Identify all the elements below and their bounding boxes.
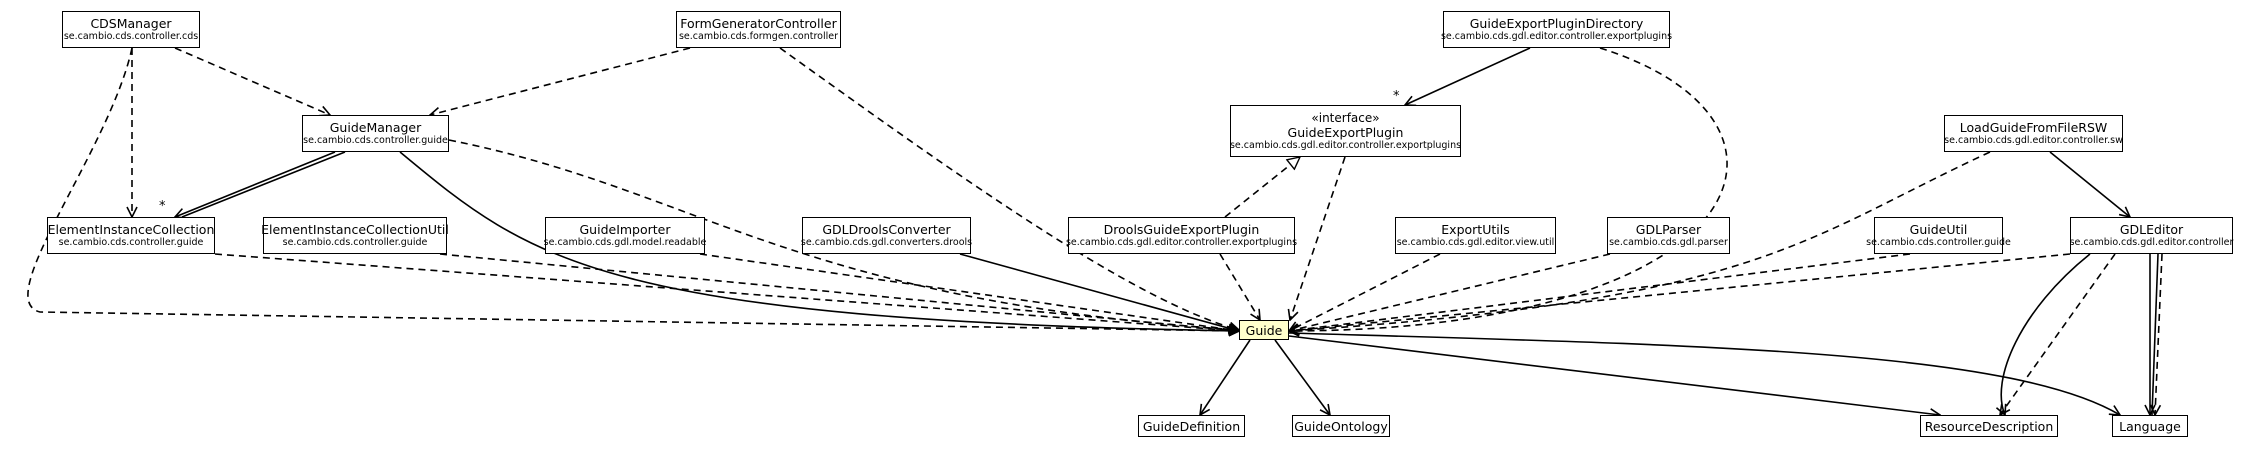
realization-edge (1224, 157, 1300, 218)
dependency-edge (1289, 151, 1991, 331)
association-edge (2001, 253, 2091, 415)
association-edge (175, 151, 336, 217)
class-guideimporter[interactable]: GuideImporter se.cambio.cds.gdl.model.re… (543, 217, 707, 254)
package-name: se.cambio.cds.gdl.editor.controller.expo… (1229, 140, 1462, 151)
package-name: se.cambio.cds.controller.guide (303, 135, 448, 147)
dependency-edge (448, 139, 1239, 330)
class-name: Language (2119, 418, 2181, 434)
class-formgeneratorcontroller[interactable]: FormGeneratorController se.cambio.cds.fo… (676, 11, 841, 48)
class-name: ElementInstanceCollection (47, 222, 215, 238)
package-name: se.cambio.cds.gdl.editor.view.util (1396, 237, 1555, 249)
class-name: GuideManager (329, 120, 422, 136)
class-loadguidefromfilersw[interactable]: LoadGuideFromFileRSW se.cambio.cds.gdl.e… (1944, 115, 2123, 152)
dependency-edge (779, 47, 1239, 330)
association-edge (2049, 151, 2130, 217)
class-name: GuideExportPlugin (1287, 125, 1404, 140)
class-language[interactable]: Language (2112, 415, 2188, 437)
class-guideontology[interactable]: GuideOntology (1292, 415, 1390, 437)
class-gdlparser[interactable]: GDLParser se.cambio.cds.gdl.parser (1607, 217, 1730, 254)
package-name: se.cambio.cds.formgen.controller (678, 31, 839, 43)
association-edge (1288, 335, 1940, 415)
class-exportutils[interactable]: ExportUtils se.cambio.cds.gdl.editor.vie… (1395, 217, 1556, 254)
association-edge (1405, 47, 1531, 105)
package-name: se.cambio.cds.gdl.editor.controller (2069, 237, 2234, 249)
dependency-edge (2000, 253, 2116, 415)
multiplicity-label: * (159, 199, 166, 214)
class-elementinstancecollection[interactable]: ElementInstanceCollection se.cambio.cds.… (47, 217, 215, 254)
dependency-edge (1289, 47, 1728, 331)
class-name: FormGeneratorController (680, 16, 837, 32)
class-name: ResourceDescription (1924, 418, 2054, 434)
interface-guideexportplugin[interactable]: «interface» GuideExportPlugin se.cambio.… (1230, 105, 1461, 157)
class-name: GDLDroolsConverter (822, 222, 951, 238)
package-name: se.cambio.cds.controller.guide (58, 237, 204, 249)
dependency-edge (1289, 253, 1911, 331)
class-guide[interactable]: Guide (1239, 320, 1289, 340)
class-resourcedescription[interactable]: ResourceDescription (1920, 415, 2058, 437)
class-name: GuideOntology (1294, 418, 1388, 434)
dependency-edge (214, 253, 1239, 331)
class-guidedefinition[interactable]: GuideDefinition (1138, 415, 1245, 437)
dependency-edge (699, 253, 1239, 331)
class-gdleditor[interactable]: GDLEditor se.cambio.cds.gdl.editor.contr… (2070, 217, 2233, 254)
dependency-edge (1289, 253, 2071, 331)
package-name: se.cambio.cds.gdl.editor.controller.expo… (1065, 237, 1298, 249)
package-name: se.cambio.cds.gdl.parser (1609, 237, 1728, 249)
class-name: GuideDefinition (1142, 418, 1241, 434)
dependency-edge (430, 47, 691, 115)
association-edge (959, 253, 1239, 331)
class-name: CDSManager (90, 16, 172, 32)
class-guideexportplugindirectory[interactable]: GuideExportPluginDirectory se.cambio.cds… (1440, 11, 1673, 48)
dependency-edge (439, 253, 1239, 331)
package-name: se.cambio.cds.controller.guide (282, 237, 428, 249)
class-name: GuideUtil (1909, 222, 1968, 238)
association-edge (399, 151, 1239, 331)
class-droolsguideexportplugin[interactable]: DroolsGuideExportPlugin se.cambio.cds.gd… (1065, 217, 1298, 254)
dependency-edge (27, 47, 1239, 331)
dependency-edge (2155, 253, 2163, 415)
package-name: se.cambio.cds.gdl.editor.controller.expo… (1440, 31, 1673, 43)
class-name: Guide (1245, 322, 1283, 338)
class-name: GDLEditor (2119, 222, 2184, 238)
stereotype-label: «interface» (1311, 110, 1380, 125)
association-edge (1274, 339, 1330, 415)
package-name: se.cambio.cds.gdl.model.readable (543, 237, 707, 249)
class-name: ElementInstanceCollectionUtil (261, 222, 449, 238)
class-guideutil[interactable]: GuideUtil se.cambio.cds.controller.guide (1866, 217, 2011, 254)
dependency-edge (1290, 156, 1346, 320)
class-name: GuideExportPluginDirectory (1469, 16, 1644, 32)
class-cdsmanager[interactable]: CDSManager se.cambio.cds.controller.cds (62, 11, 200, 48)
class-guidemanager[interactable]: GuideManager se.cambio.cds.controller.gu… (302, 115, 449, 152)
package-name: se.cambio.cds.controller.cds (63, 31, 199, 43)
dependency-edge (1289, 253, 1611, 331)
dependency-edge (1289, 253, 1441, 331)
dependency-edge (174, 47, 330, 115)
class-gdldroolsconverter[interactable]: GDLDroolsConverter se.cambio.cds.gdl.con… (800, 217, 973, 254)
dependency-edge (1219, 253, 1260, 320)
class-name: ExportUtils (1441, 222, 1510, 238)
class-name: LoadGuideFromFileRSW (1959, 120, 2108, 136)
association-edge (181, 151, 346, 218)
class-elementinstancecollectionutil[interactable]: ElementInstanceCollectionUtil se.cambio.… (261, 217, 449, 254)
package-name: se.cambio.cds.gdl.converters.drools (800, 237, 973, 249)
class-name: GDLParser (1635, 222, 1702, 238)
association-edge (1200, 339, 1251, 415)
multiplicity-label: * (1393, 89, 1400, 104)
class-name: DroolsGuideExportPlugin (1103, 222, 1260, 238)
package-name: se.cambio.cds.controller.guide (1866, 237, 2011, 249)
association-edge (2151, 253, 2159, 416)
association-edge (1288, 332, 2120, 415)
package-name: se.cambio.cds.gdl.editor.controller.sw (1944, 135, 2123, 147)
class-name: GuideImporter (579, 222, 671, 238)
